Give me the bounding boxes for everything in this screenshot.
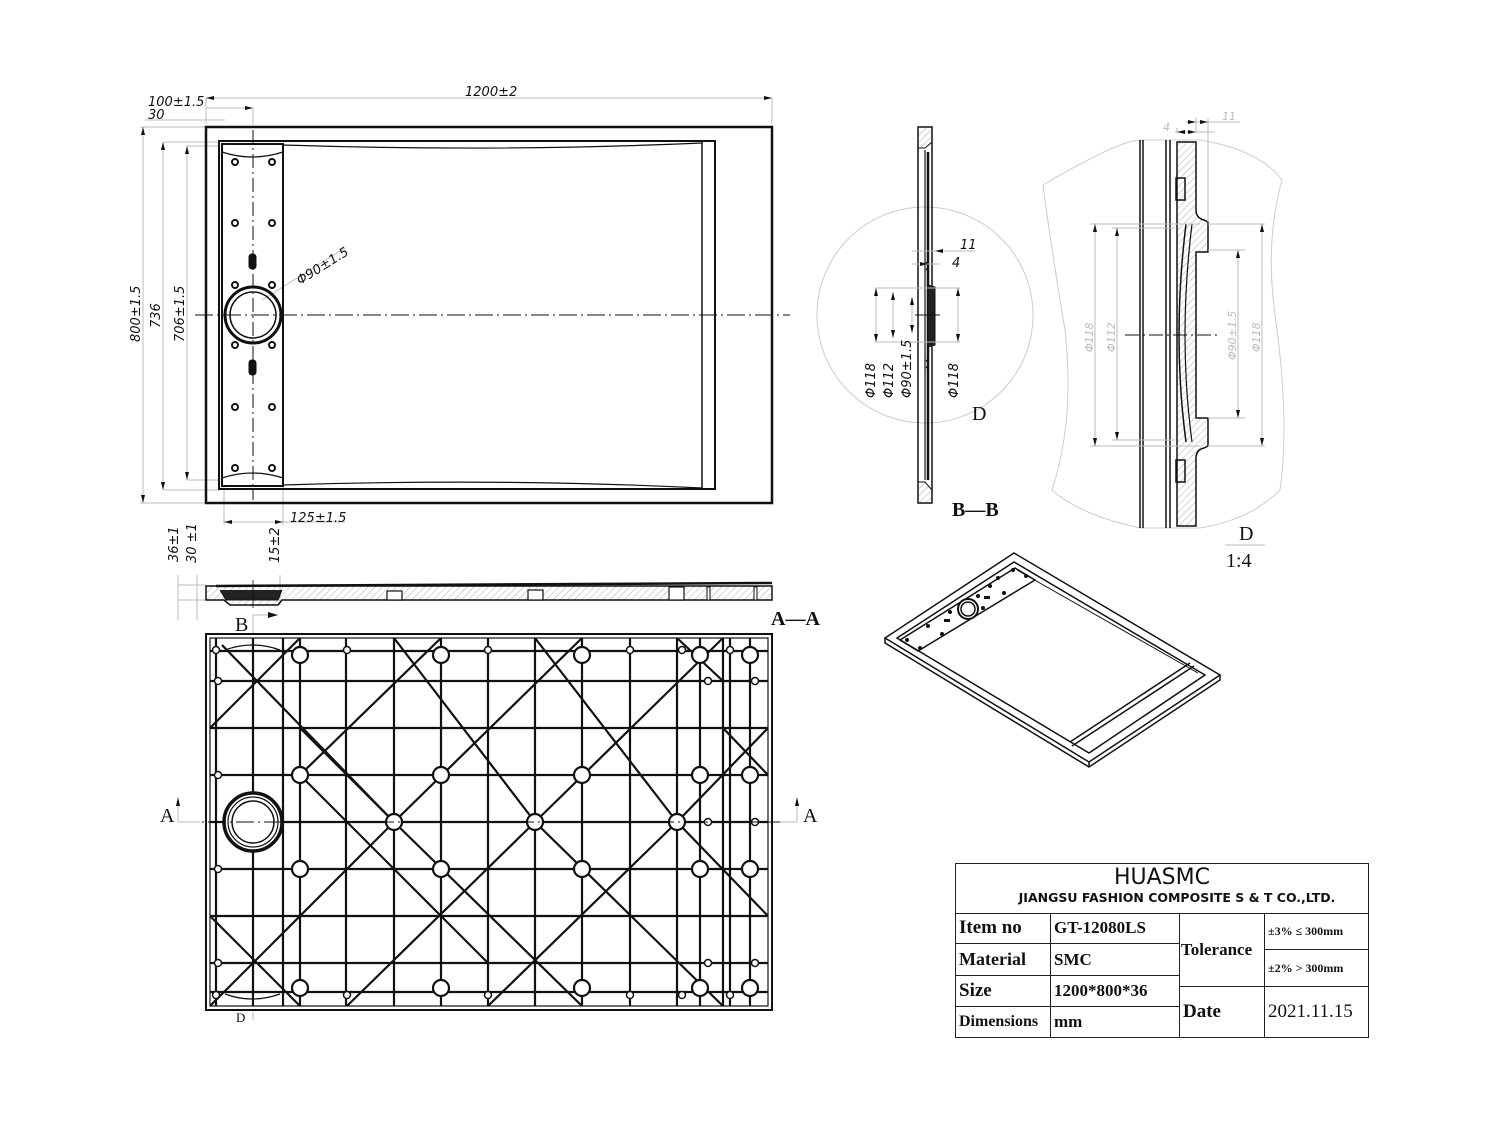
section-marker-b: B (235, 614, 248, 636)
detail-d (1042, 118, 1285, 546)
dim-bb-118-right: Φ118 (947, 363, 962, 398)
side-view (177, 575, 773, 635)
dim-edge-offset: 100±1.5 (148, 95, 204, 110)
dim-drain-diameter: Φ90±1.5 (294, 245, 351, 289)
bottom-view (176, 633, 799, 1020)
dim-overall-length: 800±1.5 (129, 286, 144, 342)
dim-bb-11: 11 (960, 238, 977, 253)
value-material: SMC (1051, 944, 1180, 976)
dim-total-height: 36±1 (167, 526, 182, 562)
value-size: 1200*800*36 (1051, 976, 1180, 1007)
detail-d-labels: 4 11 Φ118 Φ112 Φ90±1.5 Φ118 D 1:4 (1083, 110, 1263, 572)
detail-marker-d: D (972, 403, 986, 425)
detail-d-label: D (1239, 523, 1253, 545)
label-dimensions: Dimensions (956, 1007, 1051, 1037)
label-size: Size (956, 976, 1051, 1007)
section-b-b-labels: 11 4 Φ118 Φ112 Φ90±1.5 Φ118 D B—B (864, 238, 999, 521)
label-date: Date (1180, 987, 1265, 1037)
dim-drain-depth: 15±2 (268, 527, 283, 563)
dim-d-90: Φ90±1.5 (1226, 311, 1239, 360)
title-block: HUASMC JIANGSU FASHION COMPOSITE S & T C… (955, 863, 1369, 1038)
section-b-b (816, 126, 1034, 504)
dim-bb-4: 4 (952, 256, 960, 271)
dim-bb-112: Φ112 (882, 363, 897, 398)
label-tolerance: Tolerance (1180, 913, 1265, 987)
dim-d-11: 11 (1222, 110, 1236, 123)
label-item-no: Item no (956, 913, 1051, 944)
dim-overall-width: 1200±2 (465, 85, 517, 100)
detail-marker-d-bottom: D (236, 1010, 245, 1025)
section-marker-a-left: A (160, 805, 175, 827)
section-label-a-a: A—A (771, 608, 820, 630)
dim-bb-118-left: Φ118 (864, 363, 879, 398)
dim-rim: 30 (148, 108, 165, 123)
dim-bb-90: Φ90±1.5 (900, 340, 915, 398)
value-date: 2021.11.15 (1268, 1001, 1353, 1022)
company-name: JIANGSU FASHION COMPOSITE S & T CO.,LTD. (1018, 890, 1336, 905)
value-item-no: GT-12080LS (1051, 913, 1180, 944)
dim-channel-length: 706±1.5 (173, 286, 188, 342)
section-label-b-b: B—B (952, 499, 999, 521)
detail-d-scale: 1:4 (1226, 550, 1252, 572)
value-tolerance-small: ±3% ≤ 300mm (1265, 913, 1368, 950)
dim-channel-width: 125±1.5 (290, 511, 346, 526)
section-marker-a-right: A (803, 805, 818, 827)
dim-d-4: 4 (1163, 121, 1170, 134)
dim-inner-length: 736 (149, 303, 164, 328)
top-view (140, 96, 790, 525)
isometric-view (883, 552, 1222, 768)
dim-d-118-right: Φ118 (1250, 322, 1263, 352)
value-tolerance-large: ±2% > 300mm (1265, 950, 1368, 987)
dim-d-112: Φ112 (1105, 322, 1118, 352)
brand-name: HUASMC (1113, 865, 1210, 890)
dim-body-height: 30 ±1 (185, 523, 200, 563)
dim-d-118-left: Φ118 (1083, 322, 1096, 352)
title-block-header: HUASMC JIANGSU FASHION COMPOSITE S & T C… (956, 864, 1368, 914)
bottom-view-labels: A A D (160, 805, 818, 1025)
label-material: Material (956, 944, 1051, 976)
value-dimensions: mm (1051, 1007, 1180, 1037)
side-view-labels: 36±1 30 ±1 15±2 B A—A (167, 523, 820, 636)
